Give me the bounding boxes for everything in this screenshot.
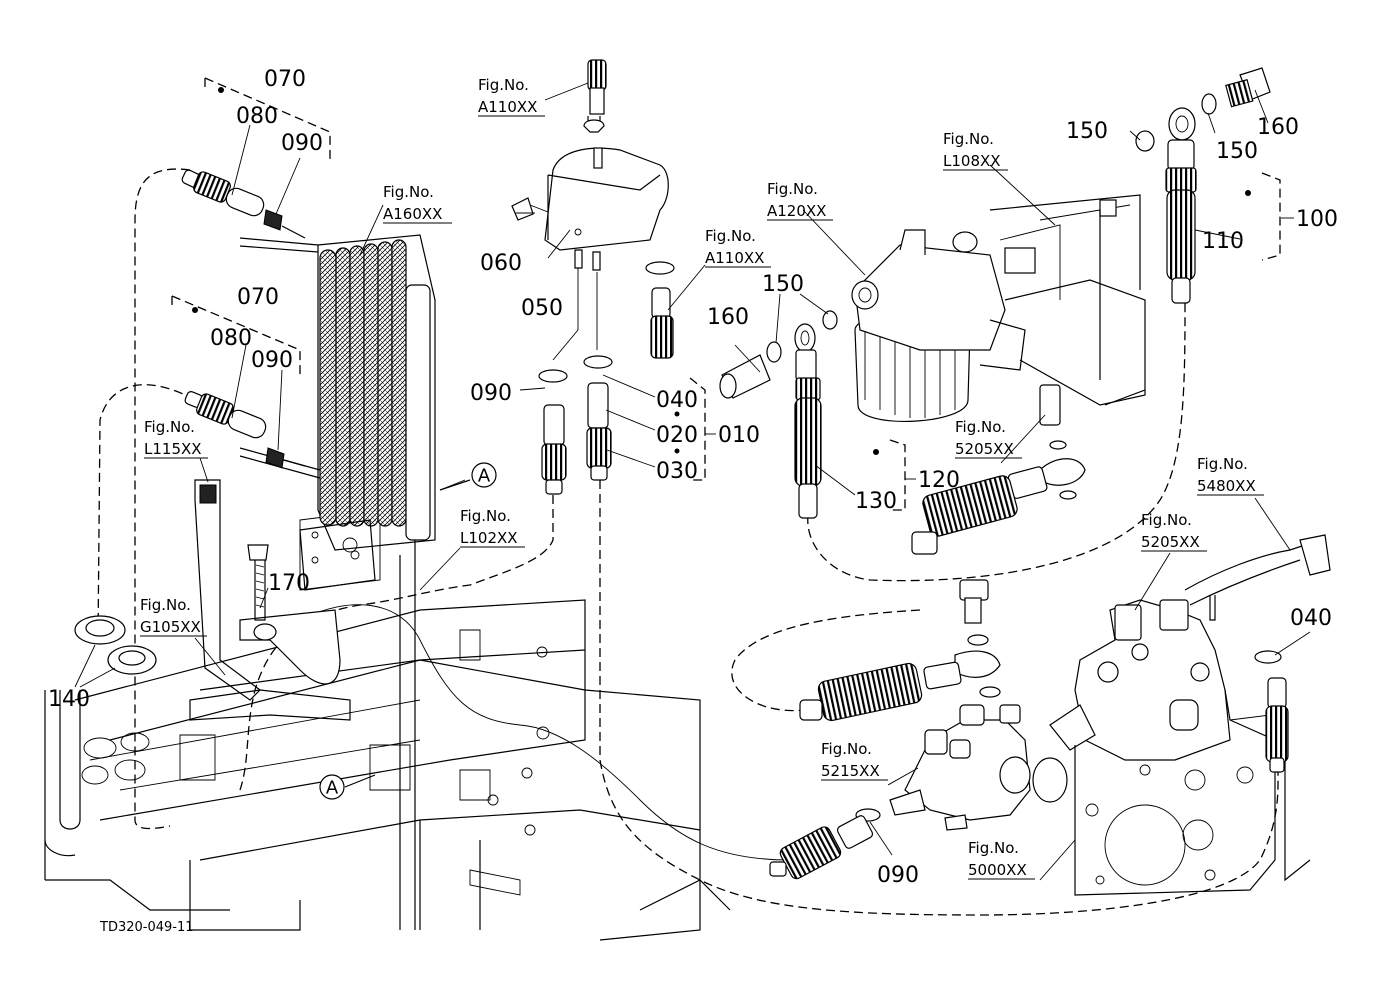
- hose-route-left-inner: [97, 384, 196, 641]
- figref-l115-line1: Fig.No.: [144, 418, 195, 436]
- hose-route-pump-feed: [731, 609, 921, 712]
- bracket-100: [1261, 172, 1281, 261]
- figref-a160-line1: Fig.No.: [383, 183, 434, 201]
- part-callouts: 070 080 090 070 080 090 060 050 090 040 …: [48, 67, 1338, 888]
- hose-route-filter-return: [807, 299, 1186, 582]
- oil-cooler-radiator: [239, 234, 436, 551]
- figref-a110-mid-line1: Fig.No.: [705, 227, 756, 245]
- callout-160: 160: [707, 305, 749, 330]
- drawing-code: TD320-049-11: [99, 920, 194, 935]
- hose-040-right: [1254, 650, 1289, 773]
- figref-5205-mid-line2: 5205XX: [955, 440, 1014, 458]
- figref-a110-top-line2: A110XX: [478, 98, 537, 116]
- marker-a-label: A: [326, 778, 339, 799]
- cooler-hose-set-lower: [184, 391, 306, 469]
- callout-130: 130: [855, 489, 897, 514]
- group-dots: [192, 87, 1251, 455]
- callout-020: 020: [656, 423, 698, 448]
- injection-pump-assembly: [1049, 534, 1331, 896]
- callout-070: 070: [264, 67, 306, 92]
- callout-040: 040: [1290, 606, 1332, 631]
- figref-5205-mid-line1: Fig.No.: [955, 418, 1006, 436]
- figref-a110-mid-line2: A110XX: [705, 249, 764, 267]
- callout-090: 090: [251, 348, 293, 373]
- figref-5000-line1: Fig.No.: [968, 839, 1019, 857]
- callout-080: 080: [236, 104, 278, 129]
- bracket-010: [689, 377, 706, 481]
- figref-g105-line1: Fig.No.: [140, 596, 191, 614]
- view-marker-a-lower: A: [319, 774, 376, 800]
- machine-frame: [44, 509, 731, 941]
- callout-060: 060: [480, 251, 522, 276]
- hose-route-bottom-loop: [599, 480, 1279, 916]
- callout-140: 140: [48, 687, 90, 712]
- bolt-060: [511, 197, 549, 221]
- figref-5480-line2: 5480XX: [1197, 477, 1256, 495]
- callout-080: 080: [210, 326, 252, 351]
- figref-5000-line2: 5000XX: [968, 861, 1027, 879]
- figref-l108-line2: L108XX: [943, 152, 1001, 170]
- callout-110: 110: [1202, 229, 1244, 254]
- hose-route-left-outer: [134, 168, 191, 830]
- figref-a110-top-line1: Fig.No.: [478, 76, 529, 94]
- figref-a160-line2: A160XX: [383, 205, 442, 223]
- callout-160: 160: [1257, 115, 1299, 140]
- hose-route-lower-solid: [299, 604, 791, 861]
- figref-l102-line1: Fig.No.: [460, 507, 511, 525]
- callout-090: 090: [470, 381, 512, 406]
- bracket-070-top: [204, 77, 331, 160]
- return-hose-5205: [911, 384, 1086, 555]
- marker-a-label: A: [478, 466, 491, 487]
- figref-5215-line2: 5215XX: [821, 762, 880, 780]
- callout-070: 070: [237, 285, 279, 310]
- figref-l102-line2: L102XX: [460, 529, 518, 547]
- water-separator-050: [544, 59, 669, 271]
- callout-010: 010: [718, 423, 760, 448]
- figref-5480-line1: Fig.No.: [1197, 455, 1248, 473]
- feed-pump-5215: [889, 704, 1068, 831]
- cooler-hose-set-upper: [181, 169, 306, 239]
- figref-g105-line2: G105XX: [140, 618, 201, 636]
- hose-090-low: [769, 808, 881, 880]
- hose-assy-120: [719, 310, 838, 519]
- callout-170: 170: [268, 571, 310, 596]
- callout-050: 050: [521, 296, 563, 321]
- callout-150: 150: [1216, 139, 1258, 164]
- bracket-070-mid: [171, 295, 301, 375]
- hose-assy-100: [1135, 67, 1271, 304]
- callout-090: 090: [281, 131, 323, 156]
- fuel-filter-assembly: [851, 194, 1146, 423]
- view-marker-a-upper: A: [439, 462, 497, 491]
- callout-100: 100: [1296, 207, 1338, 232]
- callout-120: 120: [918, 468, 960, 493]
- hose-clamp-bracket: [194, 479, 341, 701]
- figref-a120-line1: Fig.No.: [767, 180, 818, 198]
- callout-030: 030: [656, 459, 698, 484]
- figure-reference-labels: Fig.No. A110XX Fig.No. A160XX Fig.No. A1…: [140, 76, 1264, 880]
- callout-040: 040: [656, 388, 698, 413]
- figref-l115-line2: L115XX: [144, 440, 202, 458]
- callout-150: 150: [1066, 119, 1108, 144]
- callout-150: 150: [762, 272, 804, 297]
- group-brackets: [171, 77, 1281, 511]
- figref-l108-line1: Fig.No.: [943, 130, 994, 148]
- pump-feed-hose: [799, 579, 1001, 722]
- figref-5215-line1: Fig.No.: [821, 740, 872, 758]
- hose-assy-010: [538, 261, 675, 495]
- callout-090: 090: [877, 863, 919, 888]
- bracket-120: [889, 439, 906, 511]
- grommets: [74, 615, 157, 675]
- figref-5205-low-line2: 5205XX: [1141, 533, 1200, 551]
- hose-routes: [97, 168, 1279, 916]
- mounting-plate: [299, 519, 376, 591]
- figref-5205-low-line1: Fig.No.: [1141, 511, 1192, 529]
- figref-a120-line2: A120XX: [767, 202, 826, 220]
